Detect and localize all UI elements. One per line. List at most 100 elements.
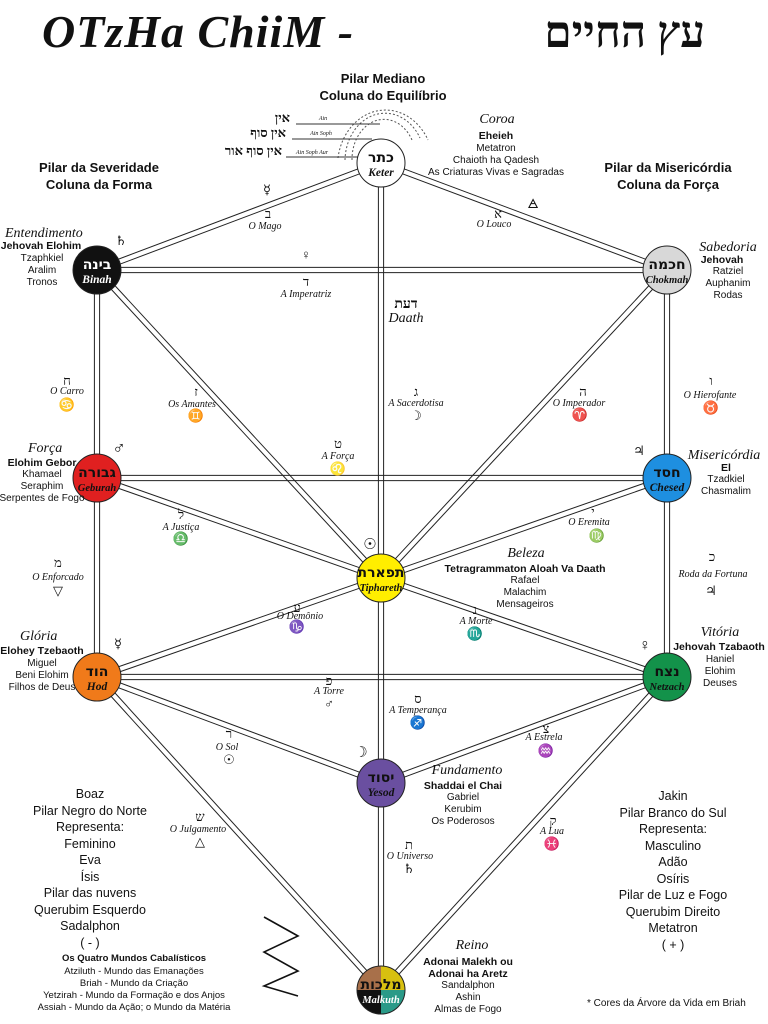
- path-netzach-hod: [97, 673, 667, 681]
- path-carro-letter: ח: [63, 373, 71, 388]
- path-binah-geburah: [93, 270, 101, 478]
- chesed-god: El: [721, 462, 731, 474]
- chokmah-line-1: Ratziel: [712, 266, 744, 277]
- malkuth-quadrant-1: [381, 966, 405, 990]
- path-tiphareth-yesod: [377, 578, 385, 783]
- path-enforcado-letter: מ: [54, 555, 62, 570]
- yesod-hebrew-name: יסוד: [368, 770, 395, 786]
- path-forca-letter: ט: [334, 436, 342, 451]
- path-julgamento-name: O Julgamento: [169, 824, 227, 835]
- geburah-name: Geburah: [78, 483, 117, 494]
- daath-name: Daath: [388, 311, 424, 326]
- path-universo-name: O Universo: [386, 851, 434, 862]
- path-julgamento-symbol: △: [195, 834, 205, 849]
- netzach-planet-symbol: ♀: [639, 637, 651, 654]
- path-tiphareth-netzach: [379, 575, 669, 680]
- path-mago-symbol: ☿: [263, 182, 271, 197]
- path-justica-letter: ל: [177, 507, 185, 522]
- path-roda-letter: כ: [708, 549, 716, 564]
- right_column-line-5: Adão: [658, 855, 688, 869]
- hod-title: Glória: [20, 629, 58, 644]
- chokmah-title: Sabedoria: [699, 240, 757, 255]
- veil-ain-soph-aur-hebrew: אין סוף אור: [224, 143, 282, 158]
- veil-ain-soph-aur-label: Ain Soph Aur: [295, 150, 329, 156]
- worlds-title: Os Quatro Mundos Cabalísticos: [61, 953, 207, 964]
- path-louco-symbol: 🜁: [527, 196, 539, 211]
- path-mago-name: O Mago: [248, 221, 282, 232]
- binah-god: Jehovah Elohim: [0, 240, 82, 252]
- path-imperatriz-letter: ד: [302, 274, 310, 289]
- path-sol-name: O Sol: [215, 742, 239, 753]
- path-amantes-letter: ז: [194, 384, 198, 399]
- tiphareth-line-3: Mensageiros: [496, 599, 554, 610]
- path-sacerdotisa-symbol: ☽: [410, 408, 422, 423]
- hod-line-2: Beni Elohim: [15, 670, 69, 681]
- path-hod-malkuth: [94, 674, 384, 993]
- worlds-item-1: Atziluth - Mundo das Emanações: [64, 966, 204, 977]
- keter-line-2: Chaioth ha Qadesh: [452, 155, 540, 166]
- chesed-line-2: Chasmalim: [700, 486, 752, 497]
- chesed-hebrew-name: חסד: [653, 465, 680, 481]
- spheres-layer: כתרKeterחכמהChokmahבינהBinahחסדChesedגבו…: [72, 138, 692, 1015]
- tiphareth-name: Tiphareth: [360, 583, 403, 594]
- path-temperanca-name: A Temperança: [389, 705, 447, 716]
- path-lua-symbol: ♓: [543, 836, 561, 851]
- left_column-line-9: Sadalphon: [60, 919, 120, 933]
- path-enforcado-name: O Enforcado: [32, 572, 84, 583]
- path-mago-letter: ב: [264, 206, 272, 221]
- left_column-line-2: Pilar Negro do Norte: [33, 803, 147, 818]
- path-hierofante-symbol: ♉: [702, 400, 720, 415]
- path-carro-symbol: ♋: [58, 397, 76, 412]
- path-estrela-letter: צ: [542, 721, 550, 736]
- veil-ain-hebrew: אין: [274, 110, 290, 125]
- yesod-planet-symbol: ☽: [354, 745, 368, 761]
- chokmah-line-2: Auphanim: [705, 278, 751, 289]
- path-demonio-symbol: ♑: [288, 619, 306, 634]
- hod-god: Elohey Tzebaoth: [0, 645, 84, 657]
- path-roda-name: Roda da Fortuna: [678, 569, 748, 580]
- keter-line-3: As Criaturas Vivas e Sagradas: [428, 167, 564, 178]
- binah-planet-symbol: ♄: [115, 233, 127, 248]
- geburah-title: Força: [28, 441, 63, 456]
- pillar-left-line2: Coluna da Forma: [45, 177, 153, 192]
- path-sol-symbol: ☉: [223, 752, 235, 767]
- footnote: * Cores da Árvore da Vida em Briah: [587, 998, 746, 1009]
- right_column-line-1: Jakin: [658, 789, 688, 803]
- malkuth-hebrew-name: מלכות: [361, 977, 402, 993]
- path-torre-name: A Torre: [314, 686, 344, 697]
- path-chokmah-binah: [97, 266, 667, 274]
- path-tiphareth-hod: [95, 575, 383, 680]
- hod-name: Hod: [86, 681, 108, 693]
- tiphareth-god: Tetragrammaton Aloah Va Daath: [444, 563, 606, 575]
- netzach-hebrew-name: נצח: [654, 664, 679, 680]
- path-hierofante-name: O Hierofante: [683, 390, 737, 401]
- right_column-line-3: Representa:: [638, 822, 708, 836]
- right_column-line-7: Pilar de Luz e Fogo: [618, 888, 728, 902]
- path-chokmah-tiphareth: [378, 267, 670, 581]
- yesod-line-2: Kerubim: [444, 804, 482, 815]
- netzach-title: Vitória: [700, 625, 740, 640]
- path-sol-letter: ר: [225, 726, 233, 741]
- path-chokmah-chesed: [663, 270, 671, 478]
- veil-ain-soph-label: Ain Soph: [310, 131, 332, 137]
- tiphareth-line-2: Malachim: [503, 587, 547, 598]
- binah-hebrew-name: בינה: [83, 257, 112, 273]
- path-julgamento-letter: ש: [195, 809, 205, 824]
- chesed-name: Chesed: [650, 482, 685, 494]
- tiphareth-planet-symbol: ☉: [363, 537, 377, 553]
- path-universo-symbol: ♄: [403, 861, 415, 876]
- left_column-line-7: Pilar das nuvens: [43, 886, 137, 900]
- right_column-line-4: Masculino: [644, 838, 702, 853]
- path-hierofante-letter: ו: [709, 373, 713, 388]
- path-chesed-geburah: [97, 474, 667, 482]
- daath-hebrew: דעת: [394, 297, 418, 312]
- paths-layer: [93, 160, 671, 993]
- binah-line-1: Tzaphkiel: [20, 253, 64, 264]
